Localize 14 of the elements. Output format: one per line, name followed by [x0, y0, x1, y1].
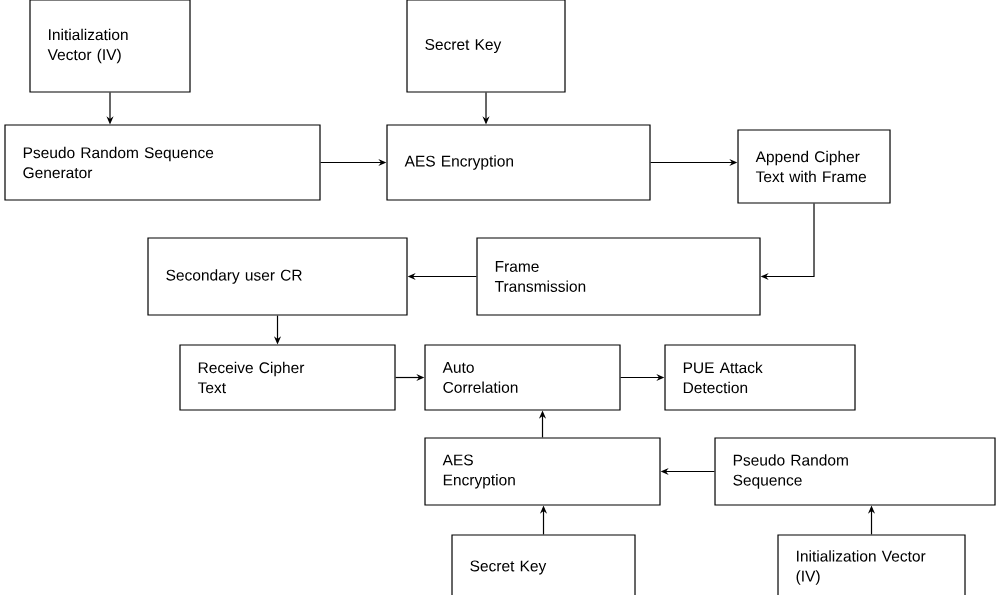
- process-box: Initialization Vector (IV): [29, 0, 191, 93]
- process-box: Frame Transmission: [476, 237, 761, 316]
- process-box: Receive Cipher Text: [179, 344, 396, 411]
- process-box: Append Cipher Text with Frame: [737, 129, 891, 204]
- process-box: Secondary user CR: [147, 237, 408, 316]
- process-box: PUE Attack Detection: [664, 344, 856, 411]
- process-box: Secret Key: [451, 534, 636, 595]
- process-box: Secret Key: [406, 0, 566, 93]
- process-box: Pseudo Random Sequence: [714, 437, 996, 506]
- process-box: Initialization Vector (IV): [777, 534, 966, 595]
- process-box: AES Encryption: [386, 124, 651, 201]
- process-box: AES Encryption: [424, 437, 661, 506]
- process-box: Auto Correlation: [424, 344, 621, 411]
- process-box: Pseudo Random Sequence Generator: [4, 124, 321, 201]
